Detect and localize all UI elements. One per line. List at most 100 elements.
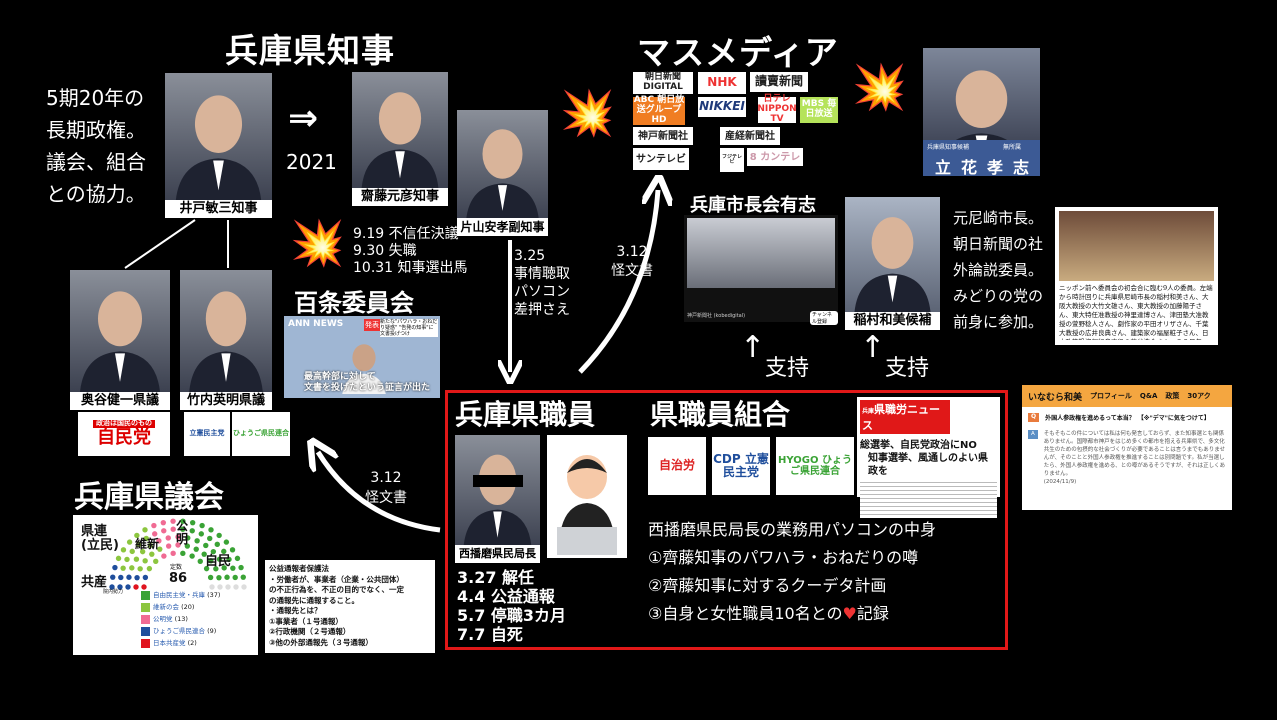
headline: 知事選挙、風通しのよい県政を [868, 453, 988, 477]
event: 7.7 自死 [457, 625, 523, 644]
seat-total: 86 [169, 571, 188, 586]
bio-line: 元尼崎市長。 [953, 209, 1044, 227]
law-line: の不正行為を、不正の目的でなく、一定 [269, 585, 404, 594]
nav-profile[interactable]: プロフィール [1090, 392, 1132, 400]
mbs-logo: MBS 毎日放送 [800, 97, 838, 123]
seat-dot [199, 522, 205, 529]
explosion-icon: 💥 [560, 88, 615, 139]
seat-dot [225, 584, 231, 590]
saito-photo [352, 72, 448, 188]
seat-dot [194, 538, 200, 544]
union-newsletter: 兵庫県職労ニュース 総選挙、自民党政治にNO 知事選挙、風通しのよい県政を [857, 397, 1000, 518]
law-line: 公益通報者保護法 [269, 564, 329, 573]
seat-dot [216, 556, 223, 562]
nav-more[interactable]: 30アク [1187, 392, 1211, 400]
clipping-text: ニッポン前へ委員会の初会合に臨む9人の委員。左端から時計回りに兵庫県尼崎市長の稲… [1059, 284, 1213, 340]
seat-dot [207, 535, 213, 542]
heart-icon: ♥ [842, 604, 857, 623]
saito-label: 齋藤元彦知事 [352, 188, 448, 206]
seat-dot [208, 527, 214, 533]
pc-item: ②齊藤知事に対するクーデタ計画 [648, 576, 887, 595]
seat-dot [129, 565, 135, 571]
event: 3.27 解任 [457, 568, 535, 587]
seat-dot [146, 565, 153, 572]
event: 9.19 不信任決議 [353, 226, 459, 242]
seat-dot [189, 528, 195, 534]
seat-dot [224, 574, 230, 580]
seat-dot [214, 541, 220, 548]
line: 差押さえ [514, 302, 570, 318]
ann-logo: ANN NEWS [288, 319, 344, 329]
legend-swatch [141, 626, 150, 636]
seat-dot [226, 556, 232, 563]
support-arrow-icon: ↑ [740, 330, 766, 365]
law-line: の通報先に通報すること。 [269, 595, 359, 605]
nishiharima-label: 西播磨県民局長 [455, 545, 540, 563]
answer-date: (2024/11/9) [1043, 479, 1077, 485]
legend-label: 日本共産党 [153, 639, 186, 647]
ido-photo [165, 73, 272, 201]
seat-dot [143, 535, 149, 542]
seat-dot [234, 555, 241, 562]
seat-dot [241, 584, 247, 590]
label-innai: 院内勢力 [103, 589, 124, 595]
legend-seats: (37) [207, 591, 221, 599]
subscribe-button[interactable]: チャンネル登録 [810, 311, 838, 325]
answer: そもそもこの件については私は何も発言しておらず、また知事選とも関係ありません。国… [1043, 431, 1226, 477]
event: 5.7 停職3カ月 [457, 606, 567, 625]
legend-seats: (9) [207, 627, 217, 635]
legend-item: ひょうご県民連合 (9) [141, 625, 220, 637]
seat-dot [142, 527, 148, 533]
nikkei-logo: NIKKEI [698, 97, 746, 117]
hyogo-kenmin-logo: HYOGO ひょうご県民連合 [776, 437, 854, 495]
seat-dot [160, 519, 167, 526]
mayors-video: 神戸新聞社 (kobedigital) チャンネル登録 [684, 215, 838, 325]
nav-qa[interactable]: Q&A [1139, 392, 1158, 400]
legend-label: 自由民主党・兵庫 [153, 591, 205, 599]
sun-tv-logo: サンテレビ [633, 148, 689, 170]
seat-dot [221, 565, 227, 571]
whistleblower-law-box: 公益通報者保護法 ・労働者が、事業者（企業・公共団体） の不正行為を、不正の目的… [265, 560, 435, 653]
seat-dot [129, 548, 135, 555]
seat-dot [156, 538, 162, 544]
intro-line: 5期20年の [46, 86, 145, 110]
legend-swatch [141, 614, 150, 624]
seat-dot [223, 539, 230, 545]
seat-dot [125, 584, 131, 590]
seat-dot [136, 541, 142, 548]
seat-dot [110, 574, 116, 580]
site-name[interactable]: いなむら和美 [1028, 392, 1083, 403]
seat-dot [120, 565, 126, 571]
law-line: ・労働者が、事業者（企業・公共団体） [269, 574, 404, 584]
seat-dot [112, 564, 118, 571]
pc-item: ③自身と女性職員10名との [648, 604, 843, 623]
q-badge: Q [1028, 413, 1040, 422]
okutani-label: 奥谷健一県議 [70, 392, 170, 410]
ido-label: 井戸敏三知事 [165, 200, 272, 218]
legend-item: 公明党 (13) [141, 613, 220, 625]
inamura-bio: 元尼崎市長。 朝日新聞の社 外論説委員。 みどりの党の 前身に参加。 [953, 205, 1043, 335]
seat-dot [151, 522, 157, 529]
news-badge: 発表 [364, 319, 380, 331]
seat-dot [238, 564, 244, 571]
line: 3.12 [370, 470, 402, 486]
line: 怪文書 [365, 490, 407, 506]
legend-label: 維新の会 [153, 603, 179, 611]
nav-policy[interactable]: 政策 [1165, 392, 1180, 400]
nishiharima-photo [455, 435, 540, 547]
ldp-name: 自民党 [97, 426, 151, 448]
yomiuri-logo: 讀賣新聞 [750, 72, 808, 92]
seat-dot [201, 551, 207, 557]
seat-dot [153, 558, 159, 565]
masthead-pref: 兵庫 [862, 408, 875, 415]
legend-seats: (2) [187, 639, 197, 647]
seat-dot [133, 556, 140, 562]
seat-dot [147, 542, 153, 549]
seat-dot [124, 556, 130, 563]
staff-title: 兵庫県職員 [455, 398, 596, 431]
seat-dot [175, 542, 181, 548]
seat-dot [233, 584, 239, 590]
support-label: 支持 [765, 356, 810, 381]
inamura-photo [845, 197, 940, 312]
